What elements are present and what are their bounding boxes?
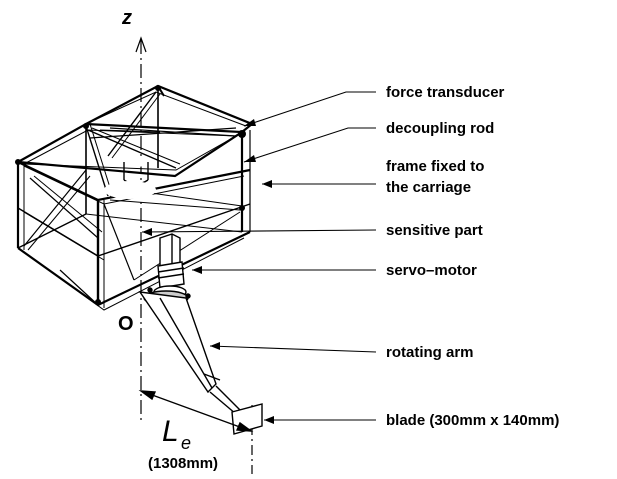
dimension-symbol-sub: e — [181, 433, 191, 453]
leader-lines — [141, 91, 377, 421]
z-axis-label: z — [121, 7, 132, 29]
origin-label: O — [118, 313, 134, 335]
label-force-transducer: force transducer — [386, 84, 505, 101]
label-sensitive-part: sensitive part — [386, 222, 483, 239]
leader-arrowheads — [142, 119, 274, 424]
callout-labels: force transducer decoupling rod frame fi… — [386, 84, 559, 429]
z-axis: z — [121, 7, 147, 420]
label-decoupling-rod: decoupling rod — [386, 120, 494, 137]
label-frame-line-1: frame fixed to — [386, 158, 484, 175]
label-servo-motor: servo–motor — [386, 262, 477, 279]
carriage-frame — [15, 84, 255, 311]
label-rotating-arm: rotating arm — [386, 344, 474, 361]
dimension-symbol: L e — [162, 415, 191, 453]
dimension-value: (1308mm) — [148, 455, 218, 472]
dimension-symbol-main: L — [162, 415, 179, 448]
label-blade: blade (300mm x 140mm) — [386, 412, 559, 429]
dimension-line — [138, 390, 254, 432]
rotating-arm — [138, 291, 241, 415]
label-frame-line-2: the carriage — [386, 179, 471, 196]
